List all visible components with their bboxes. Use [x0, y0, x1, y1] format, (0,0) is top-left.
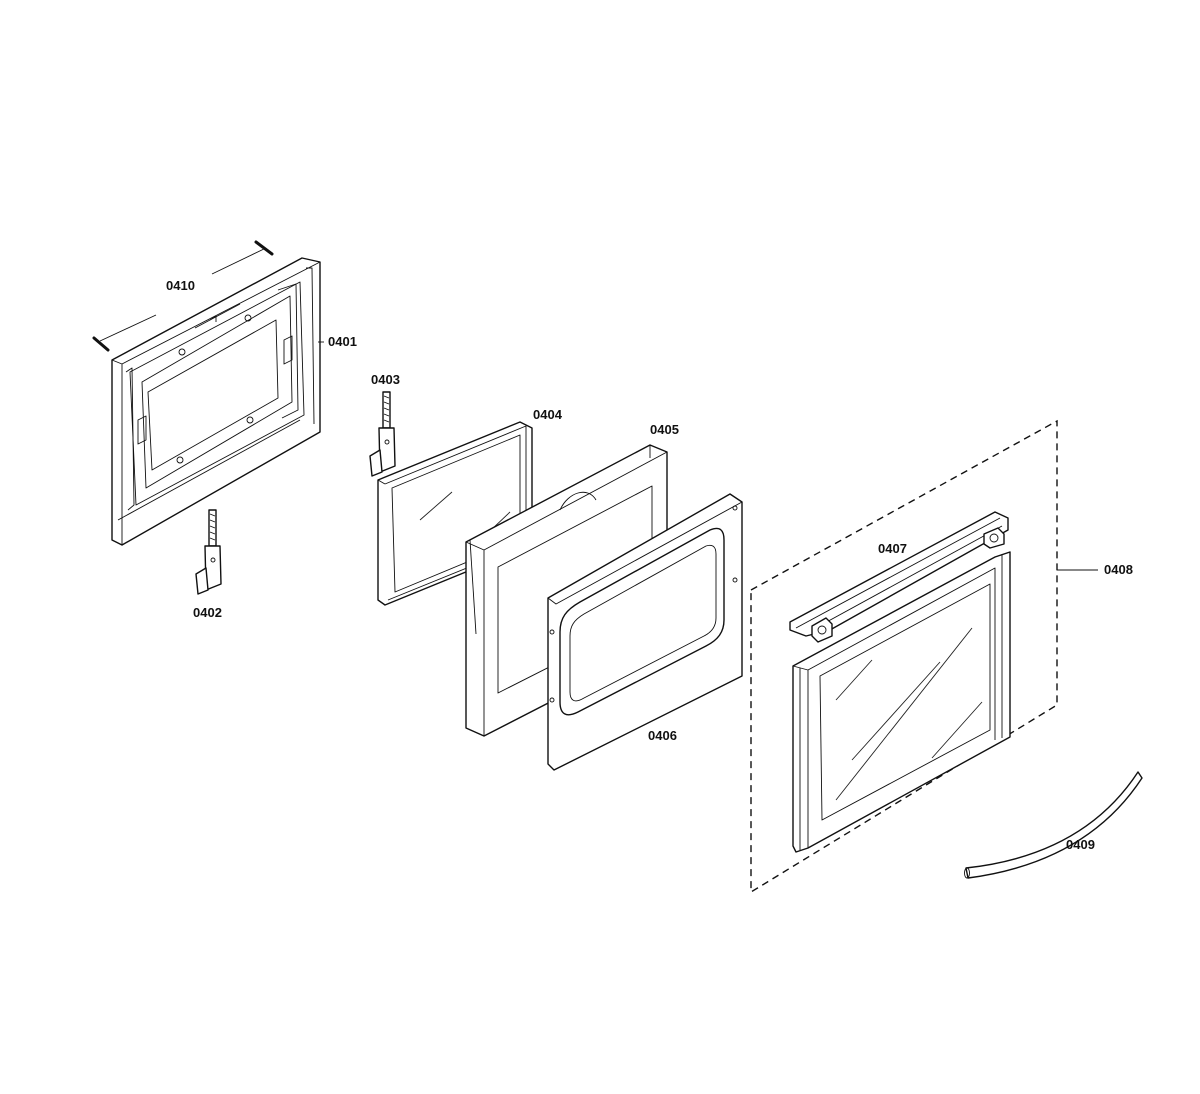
outer-glass-door	[792, 551, 1011, 853]
part-0406-inner-panel	[547, 493, 743, 771]
label-0405: 0405	[650, 422, 679, 437]
label-0410: 0410	[166, 278, 195, 293]
part-0410-dimension-indicator	[92, 240, 274, 352]
label-0408: 0408	[1104, 562, 1133, 577]
part-0409-handle-seal	[964, 771, 1143, 879]
label-0407: 0407	[878, 541, 907, 556]
label-0404: 0404	[533, 407, 563, 422]
part-0401-inner-door-frame	[111, 257, 321, 546]
label-0401: 0401	[328, 334, 357, 349]
part-0402-hinge	[195, 509, 222, 595]
part-0408-assembly-boundary	[750, 419, 1058, 894]
label-0409: 0409	[1066, 837, 1095, 852]
part-0407-top-trim	[789, 511, 1009, 643]
part-0403-hinge	[369, 391, 396, 477]
label-0403: 0403	[371, 372, 400, 387]
label-0402: 0402	[193, 605, 222, 620]
label-0406: 0406	[648, 728, 677, 743]
